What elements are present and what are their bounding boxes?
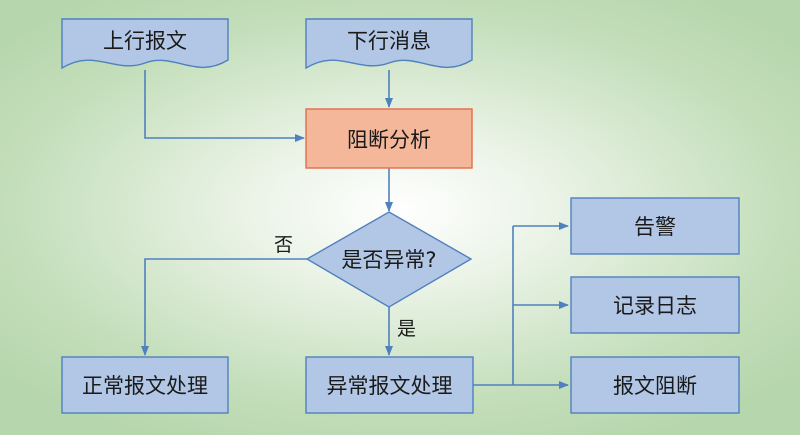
edge-decision-no-to-normal xyxy=(141,258,307,356)
connectors xyxy=(141,70,569,389)
decision-diamond xyxy=(305,211,473,308)
no-branch-label: 否 xyxy=(274,234,294,256)
abnormal-processing-box xyxy=(305,356,474,414)
uplink-document-shape xyxy=(61,18,229,70)
downlink-document-shape xyxy=(305,18,473,70)
alarm-box xyxy=(570,197,740,255)
yes-branch-label: 是 xyxy=(397,318,417,340)
edge-uplink-to-analysis xyxy=(144,70,305,142)
normal-processing-box xyxy=(61,356,229,414)
log-box xyxy=(570,276,740,334)
analysis-box xyxy=(305,108,473,169)
block-box xyxy=(570,356,740,414)
